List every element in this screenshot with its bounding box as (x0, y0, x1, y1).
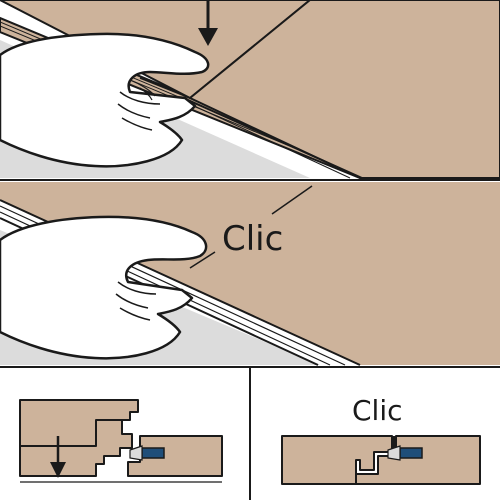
clic-label-detail: Clic (352, 394, 403, 427)
panel-detail-right: Clic (281, 394, 481, 485)
hand-top (0, 32, 210, 168)
lower-board-profile (127, 435, 223, 477)
lock-insert (399, 447, 423, 459)
panel-detail-left (0, 368, 248, 500)
down-arrow-icon (198, 0, 218, 46)
clic-label: Clic (222, 219, 283, 259)
callout-line (271, 185, 313, 215)
panel-top-step (0, 0, 500, 181)
callout-line (189, 251, 216, 269)
panel-middle-step: Clic (0, 182, 500, 368)
left-board-profile (281, 435, 393, 485)
hand-middle (0, 215, 208, 360)
lock-insert (141, 447, 165, 459)
down-arrow-icon (50, 436, 66, 478)
new-board-right (188, 0, 500, 179)
tongue-profile (19, 419, 133, 477)
